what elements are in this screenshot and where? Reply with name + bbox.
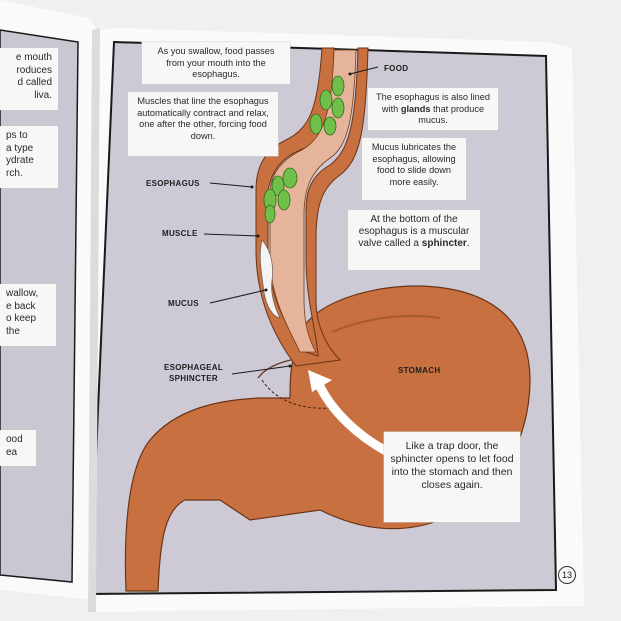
esophagus-tube (255, 47, 369, 367)
left-caption-line: roduces (16, 64, 52, 76)
left-caption-4: ood ea (0, 430, 36, 466)
caption-text: that produce mucus. (418, 103, 485, 126)
caption-trapdoor: Like a trap door, the sphincter opens to… (384, 432, 520, 522)
caption-bold: glands (400, 103, 431, 114)
caption-sphincter: At the bottom of the esophagus is a musc… (348, 210, 480, 270)
sphincter-dash (261, 379, 331, 409)
caption-text: Mucus lubricates the esophagus, allowing… (371, 142, 457, 187)
left-caption-line: rch. (6, 167, 23, 179)
mucus-blob (260, 239, 281, 319)
caption-text: . (466, 238, 470, 249)
page-number: 13 (558, 566, 576, 584)
left-caption-3: wallow, e back o keep the (0, 284, 56, 346)
caption-text: As you swallow, food passes from your mo… (157, 46, 275, 79)
pointer-lines (203, 66, 379, 375)
label-line: ESOPHAGEAL (164, 363, 224, 372)
label-esophagus: ESOPHAGUS (146, 179, 200, 188)
left-caption-line: the (6, 325, 20, 337)
label-food: FOOD (384, 64, 409, 73)
stomach-shade (331, 315, 441, 333)
caption-text: At the bottom of the esophagus is a musc… (358, 214, 470, 249)
left-caption-line: ood (6, 434, 23, 445)
left-caption-line: ps to (6, 130, 28, 141)
label-line: SPHINCTER (169, 374, 218, 383)
left-caption-line: a type (6, 142, 34, 154)
caption-text: Like a trap door, the sphincter opens to… (390, 440, 514, 491)
caption-mucus: Mucus lubricates the esophagus, allowing… (362, 138, 466, 200)
caption-swallow: As you swallow, food passes from your mo… (142, 42, 290, 84)
left-caption-line: d called (17, 77, 52, 88)
left-caption-line: ea (6, 446, 18, 458)
arrow-head (308, 370, 332, 392)
food-bolus-lower (263, 167, 298, 224)
left-caption-line: liva. (34, 89, 52, 101)
left-caption-line: e mouth (15, 52, 52, 63)
label-stomach: STOMACH (398, 366, 441, 375)
label-sphincter: ESOPHAGEAL SPHINCTER (164, 362, 223, 384)
left-caption-2: ps to a type ydrate rch. (0, 126, 58, 188)
left-caption-1: e mouth roduces d called liva. (0, 48, 58, 110)
left-caption-line: wallow, (6, 288, 39, 299)
caption-text: The esophagus is also lined with (376, 92, 490, 114)
caption-text: Muscles that line the esophagus automati… (137, 96, 269, 141)
caption-bold: sphincter (421, 238, 467, 249)
food-bolus-upper (309, 75, 345, 136)
label-muscle: MUSCLE (162, 229, 198, 238)
left-caption-line: o keep (6, 313, 37, 324)
label-mucus: MUCUS (168, 299, 199, 308)
caption-muscles: Muscles that line the esophagus automati… (128, 92, 278, 156)
left-caption-line: ydrate (6, 155, 34, 166)
caption-glands: The esophagus is also lined with glands … (368, 88, 498, 130)
gutter (88, 28, 100, 612)
left-caption-line: e back (6, 300, 36, 312)
